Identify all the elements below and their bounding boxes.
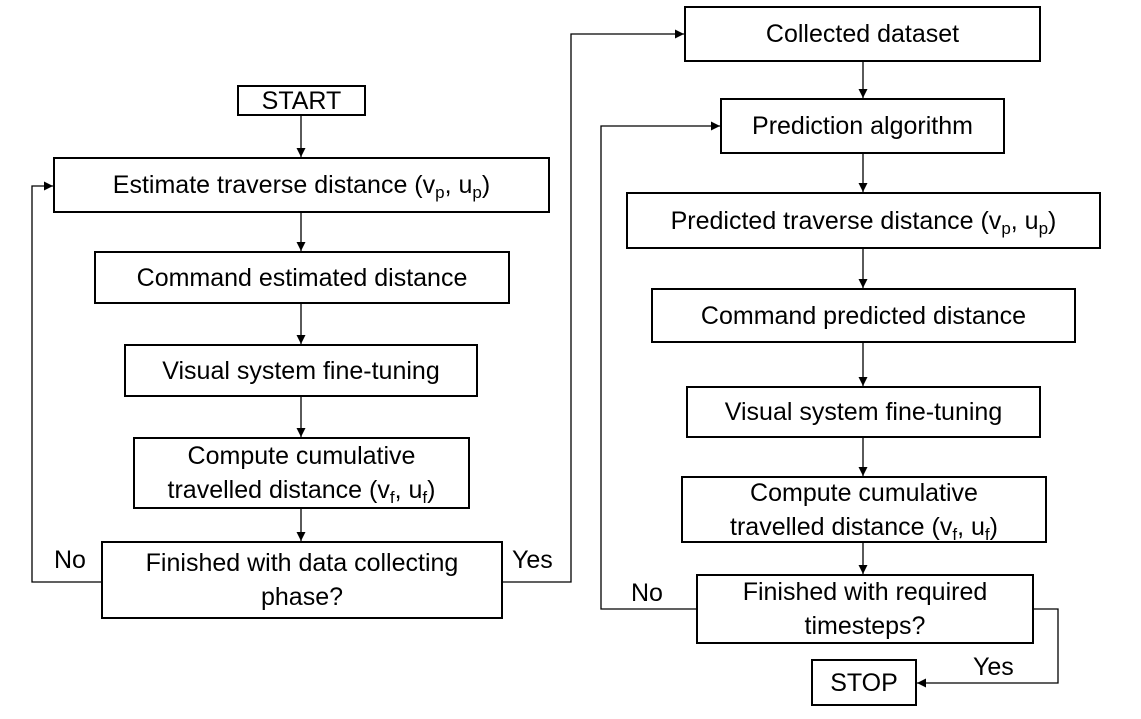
- compute-line2: travelled distance (vf, uf): [167, 476, 436, 507]
- stop-label: STOP: [830, 668, 898, 697]
- decision-line2-right: timesteps?: [804, 612, 926, 640]
- visual-tuning-label: Visual system fine-tuning: [162, 356, 440, 385]
- compute-line1-right: Compute cumulative: [750, 478, 978, 507]
- predicted-traverse-box: Predicted traverse distance (vp, up): [626, 192, 1101, 249]
- command-predicted-label: Command predicted distance: [700, 301, 1027, 330]
- command-estimated-box: Command estimated distance: [94, 251, 510, 304]
- command-estimated-label: Command estimated distance: [136, 263, 468, 292]
- stop-box: STOP: [811, 659, 917, 706]
- decision-data-collecting-box: Finished with data collecting phase?: [101, 541, 503, 619]
- arrow-yes-to-dataset: [503, 29, 684, 583]
- no-label-right: No: [631, 579, 663, 607]
- yes-label-right: Yes: [973, 653, 1014, 681]
- predicted-traverse-label: Predicted traverse distance (vp, up): [670, 206, 1057, 238]
- compute-line1: Compute cumulative: [187, 442, 416, 470]
- visual-tuning-box: Visual system fine-tuning: [124, 344, 478, 397]
- arrow-yes-to-stop: [917, 608, 1059, 688]
- prediction-algorithm-box: Prediction algorithm: [720, 98, 1005, 154]
- collected-dataset-label: Collected dataset: [765, 20, 960, 48]
- estimate-traverse-box: Estimate traverse distance (vp, up): [53, 157, 550, 213]
- decision-line2: phase?: [260, 583, 344, 611]
- yes-label-left: Yes: [512, 546, 553, 574]
- compute-cumulative-box-right: Compute cumulative travelled distance (v…: [681, 476, 1047, 543]
- compute-line2-right: travelled distance (vf, uf): [730, 512, 998, 544]
- estimate-traverse-label: Estimate traverse distance (vp, up): [112, 171, 491, 202]
- collected-dataset-box: Collected dataset: [684, 6, 1041, 62]
- visual-tuning-label-right: Visual system fine-tuning: [724, 398, 1003, 426]
- decision-line1: Finished with data collecting: [145, 549, 459, 577]
- visual-tuning-box-right: Visual system fine-tuning: [686, 386, 1041, 438]
- no-label-left: No: [54, 546, 86, 574]
- decision-line1-right: Finished with required: [742, 578, 988, 606]
- start-box: START: [237, 85, 366, 116]
- command-predicted-box: Command predicted distance: [651, 288, 1076, 343]
- start-label: START: [261, 86, 342, 115]
- decision-timesteps-box: Finished with required timesteps?: [696, 574, 1034, 644]
- prediction-algorithm-label: Prediction algorithm: [752, 112, 973, 140]
- loop-no-right: [600, 121, 720, 610]
- compute-cumulative-box: Compute cumulative travelled distance (v…: [133, 437, 470, 509]
- loop-no-left: [31, 181, 101, 583]
